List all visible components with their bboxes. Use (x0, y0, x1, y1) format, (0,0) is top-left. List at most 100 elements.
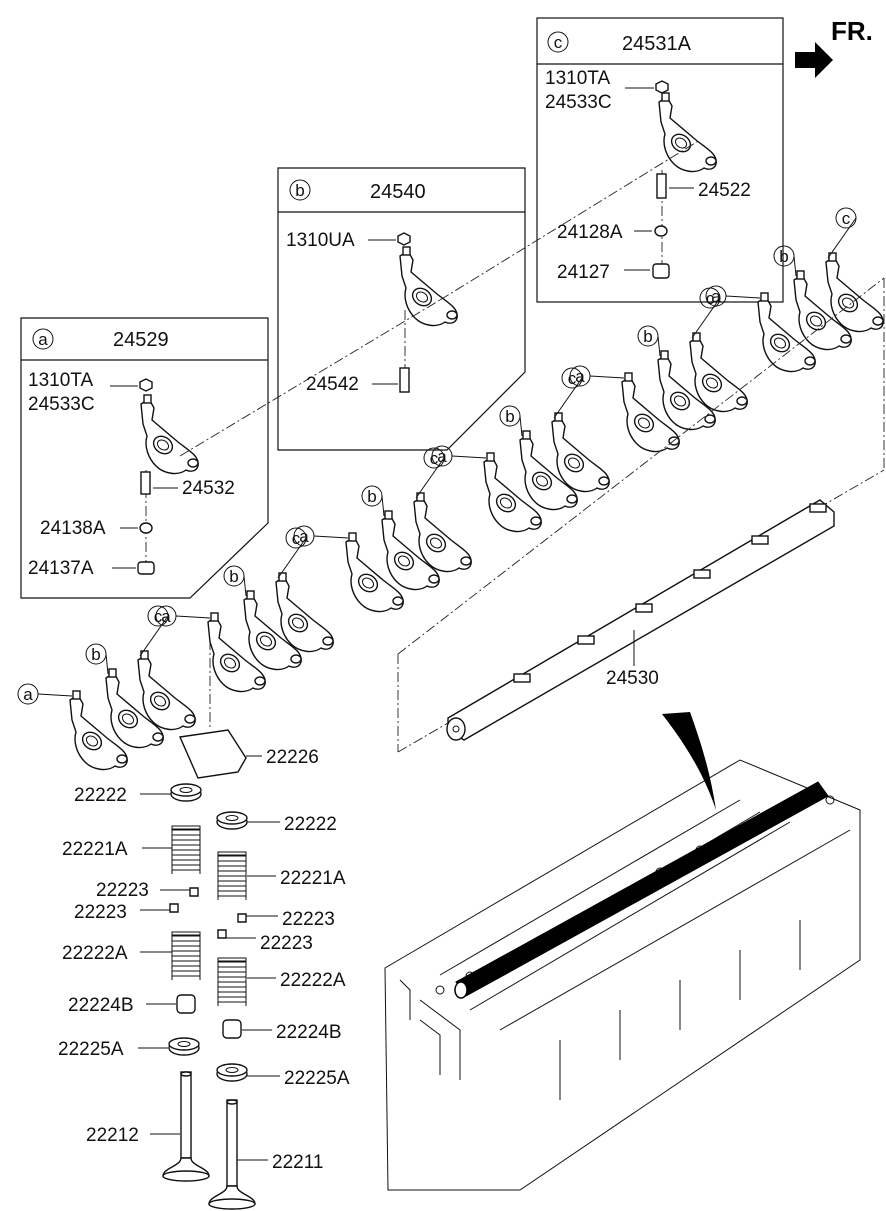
kit-box-c: c 24531A 1310TA 24533C 24522 24128A 2412… (536, 17, 784, 303)
callout-leader (243, 575, 247, 597)
callout-letter: c (706, 289, 715, 308)
callout-circle (569, 365, 591, 387)
callout-leader (725, 295, 761, 299)
callout-leader (139, 615, 169, 657)
kit-a-screw-label: 24532 (182, 478, 235, 499)
kit-c-nut-label: 1310TA (545, 68, 610, 89)
kit-a-pad-label: 24137A (28, 558, 94, 579)
callout-letter: c (154, 607, 163, 626)
retainer-right-label: 22225A (284, 1068, 350, 1089)
callout-circle (85, 643, 107, 665)
callout-circle (147, 605, 169, 627)
seat-left-label: 22222 (74, 785, 127, 806)
seal-right-label: 22224B (276, 1022, 342, 1043)
callout-letter: b (779, 247, 788, 266)
callout-letter: c (292, 529, 301, 548)
callout-leader (519, 415, 523, 437)
callout-circle (223, 565, 245, 587)
kit-c-ring-label: 24128A (557, 222, 623, 243)
callout-circle (431, 445, 453, 467)
kit-a-ring-label: 24138A (40, 518, 106, 539)
callout-letter: a (23, 685, 33, 704)
callout-leader (277, 537, 307, 579)
callout-circle (773, 245, 795, 267)
callout-letter: b (643, 327, 652, 346)
kit-box-a: a 24529 1310TA 24533C 24532 24138A 24137… (20, 317, 269, 599)
callout-circle (705, 285, 727, 307)
callout-leader (37, 693, 73, 697)
callout-leader (175, 615, 211, 619)
callout-letter: a (299, 527, 309, 546)
retainer-left-label: 22225A (58, 1039, 124, 1060)
bridge-label: 22226 (266, 747, 319, 768)
callout-leader (657, 335, 661, 357)
rocker-arm (689, 332, 748, 413)
callout-leader (553, 377, 583, 419)
kit-b-letter: b (295, 181, 304, 200)
key-3-label: 22223 (282, 909, 335, 930)
kit-a-nut-label: 1310TA (28, 370, 93, 391)
callout-letter: b (91, 645, 100, 664)
rocker-arm (137, 650, 196, 731)
rocker-shaft: 24530 (446, 499, 835, 741)
kit-a-letter: a (38, 330, 48, 349)
callout-letter: a (437, 447, 447, 466)
adjusting-screw-icon (399, 367, 410, 393)
callout-letter: a (711, 287, 721, 306)
kit-c-number: 24531A (622, 33, 692, 55)
key-4-label: 22223 (260, 933, 313, 954)
callout-leader (313, 535, 349, 539)
kit-box-b: b 24540 1310UA 24542 (277, 167, 526, 451)
camshaft-bar (455, 781, 829, 997)
callout-letter: a (575, 367, 585, 386)
spring-inner-left-label: 22222A (62, 943, 128, 964)
valve-train-right: 22222 22221A 22223 22223 22222A 22224B 2… (208, 811, 350, 1210)
callout-circle (361, 485, 383, 507)
spring-inner-right-label: 22222A (280, 970, 346, 991)
callout-leader (589, 375, 625, 379)
arrow-right-icon (795, 42, 833, 78)
kit-c-pad-label: 24127 (557, 262, 610, 283)
callout-leader (105, 653, 109, 675)
kit-c-screw-label: 24522 (698, 180, 751, 201)
callout-circle (17, 683, 39, 705)
callout-circle (293, 525, 315, 547)
callout-circle (561, 367, 583, 389)
callout-letter: c (430, 449, 439, 468)
callout-circle (835, 207, 857, 229)
front-direction-indicator: FR. (795, 16, 873, 78)
indicator-pointer (662, 712, 716, 810)
callout-leader (827, 217, 857, 259)
nut-icon (655, 80, 669, 94)
adjusting-screw-icon (656, 173, 667, 199)
valve-train-left: 22226 22222 22221A 22223 22223 22222A 22… (58, 729, 319, 1182)
callout-letter: b (367, 487, 376, 506)
valve-right-label: 22211 (272, 1152, 323, 1173)
callout-circle (155, 605, 177, 627)
callout-letter: c (568, 369, 577, 388)
key-1-label: 22223 (96, 880, 149, 901)
callout-circle (499, 405, 521, 427)
rocker-arm (551, 412, 610, 493)
shaft-label: 24530 (606, 668, 659, 689)
kit-b-screw-label: 24542 (306, 374, 359, 395)
callout-leader (691, 297, 721, 339)
seat-right-label: 22222 (284, 814, 337, 835)
callout-leader (381, 495, 385, 517)
nut-icon (397, 232, 411, 246)
kit-a-arm-label: 24533C (28, 394, 95, 415)
nut-icon (139, 378, 153, 392)
adjusting-screw-icon (140, 471, 151, 495)
spring-outer-left-label: 22221A (62, 839, 128, 860)
callout-circle (637, 325, 659, 347)
kit-b-nut-label: 1310UA (286, 230, 355, 251)
callout-leader (793, 255, 797, 277)
key-2-label: 22223 (74, 902, 127, 923)
kit-a-number: 24529 (113, 329, 169, 351)
valve-left-label: 22212 (86, 1125, 139, 1146)
kit-b-number: 24540 (370, 181, 426, 203)
spring-outer-right-label: 22221A (280, 868, 346, 889)
rocker-arm (275, 572, 334, 653)
